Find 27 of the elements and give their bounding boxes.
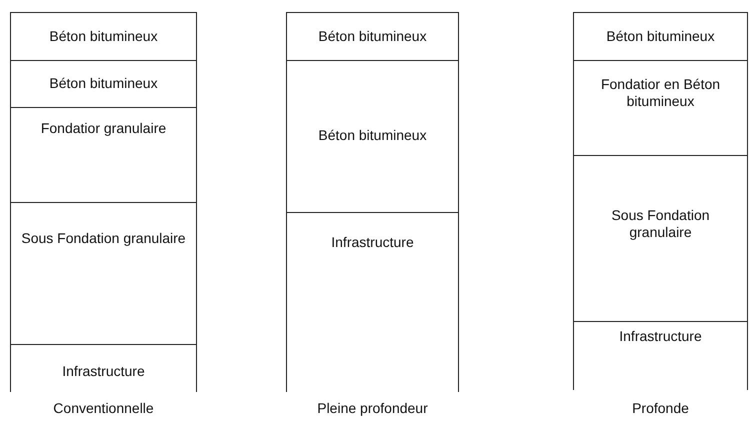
pavement-layer bbox=[10, 60, 197, 107]
pavement-layer bbox=[10, 107, 197, 202]
layer-label: Infrastructure bbox=[61, 363, 146, 380]
pavement-layer bbox=[286, 60, 459, 212]
pavement-layer bbox=[286, 212, 459, 392]
layer-label: Infrastructure bbox=[618, 328, 703, 345]
column-caption: Conventionnelle bbox=[52, 400, 155, 416]
layer-label: Sous Fondation granulaire bbox=[610, 207, 711, 241]
pavement-layer bbox=[10, 344, 197, 392]
pavement-layer bbox=[10, 202, 197, 344]
pavement-layer bbox=[573, 60, 748, 155]
pavement-layer bbox=[573, 12, 748, 60]
pavement-layer bbox=[286, 12, 459, 60]
column-caption: Profonde bbox=[631, 400, 690, 416]
column-caption: Pleine profondeur bbox=[316, 400, 429, 416]
layer-label: Infrastructure bbox=[330, 234, 415, 251]
layer-label: Fondatior en Béton bitumineux bbox=[600, 76, 722, 110]
layer-label: Béton bitumineux bbox=[317, 28, 428, 45]
layer-label: Fondatior granulaire bbox=[40, 120, 168, 137]
pavement-layer bbox=[573, 155, 748, 321]
layer-label: Béton bitumineux bbox=[605, 28, 716, 45]
pavement-layer bbox=[573, 321, 748, 390]
layer-label: Béton bitumineux bbox=[48, 75, 159, 92]
pavement-layer bbox=[10, 12, 197, 60]
layer-label: Sous Fondation granulaire bbox=[20, 230, 187, 247]
layer-label: Béton bitumineux bbox=[48, 28, 159, 45]
layer-label: Béton bitumineux bbox=[317, 127, 428, 144]
